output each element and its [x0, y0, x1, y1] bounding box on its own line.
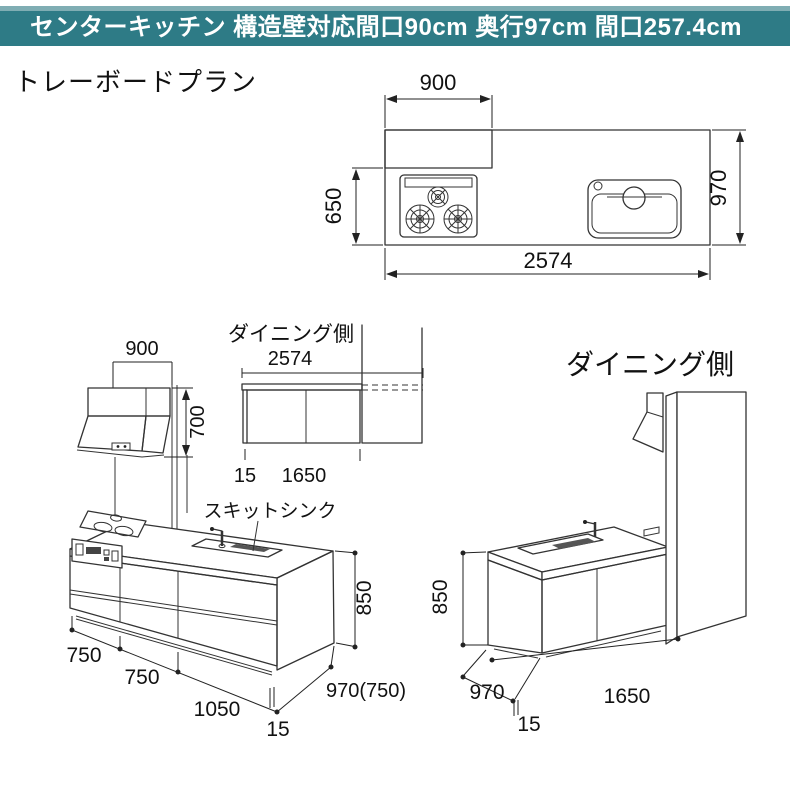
- dim-dining-width: 1650: [604, 685, 651, 708]
- dim-plan-left: 650: [321, 188, 346, 225]
- dim-island-offset: 15: [266, 718, 289, 741]
- dim-hood-height: 700: [187, 405, 209, 438]
- header-bar: センターキッチン 構造壁対応間口90cm 奥行97cm 間口257.4cm: [0, 6, 790, 46]
- tall-panel: [665, 391, 747, 645]
- tray-board-elevation: ダイニング側 2574 15 1650: [228, 323, 424, 487]
- toe-kick-lines: [75, 615, 273, 676]
- dim-plan-top: 900: [420, 70, 457, 95]
- toe-kick-lines-dining: [493, 630, 662, 659]
- sink-callout-label: スキットシンク: [203, 500, 336, 522]
- tall-cabinet-elevation: [361, 324, 423, 444]
- island-isometric: スキットシンク 850 750 750 1050 15 970(750): [66, 500, 406, 741]
- dim-plan-right: 970: [706, 170, 731, 207]
- dim-plan-bottom: 2574: [524, 248, 573, 273]
- header-title: センターキッチン 構造壁対応間口90cm 奥行97cm 間口257.4cm: [30, 14, 743, 41]
- dispenser-icon: [643, 526, 660, 537]
- dim-elevation-total: 2574: [268, 348, 313, 370]
- dim-island-seg3: 1050: [194, 698, 241, 721]
- tray-board-front: [245, 389, 361, 444]
- island-sink-icon: [191, 527, 283, 558]
- dining-sink-icon: [517, 520, 660, 555]
- dim-island-seg2: 750: [124, 666, 159, 689]
- top-plan-view: 900 650 970 2574: [321, 70, 746, 280]
- dining-side-label-big: ダイニング側: [566, 349, 734, 380]
- dim-elevation-board: 1650: [282, 465, 327, 487]
- plan-title: トレーボードプラン: [14, 67, 258, 97]
- dim-dining-offset: 15: [517, 713, 540, 736]
- structural-wall-hatch: [384, 129, 493, 169]
- dim-dining-height: 850: [429, 579, 452, 614]
- dim-island-depth: 970(750): [326, 680, 406, 702]
- dining-isometric: ダイニング側: [429, 349, 747, 736]
- plan-cooktop-icon: [399, 174, 478, 238]
- range-hood-elevation: 900 700: [76, 338, 209, 529]
- plan-sink-icon: [587, 179, 682, 239]
- island-cooktop-icon: [79, 510, 147, 538]
- island-doors: [69, 555, 278, 667]
- dim-elevation-offset: 15: [234, 465, 256, 487]
- grill-front-icon: [71, 538, 123, 569]
- dim-island-height: 850: [353, 580, 376, 615]
- dining-hood-icon: [632, 392, 664, 453]
- dim-dining-depth: 970: [469, 681, 504, 704]
- dim-island-seg1: 750: [66, 644, 101, 667]
- dim-hood-width: 900: [125, 338, 158, 360]
- dining-side-label-small: ダイニング側: [228, 323, 354, 346]
